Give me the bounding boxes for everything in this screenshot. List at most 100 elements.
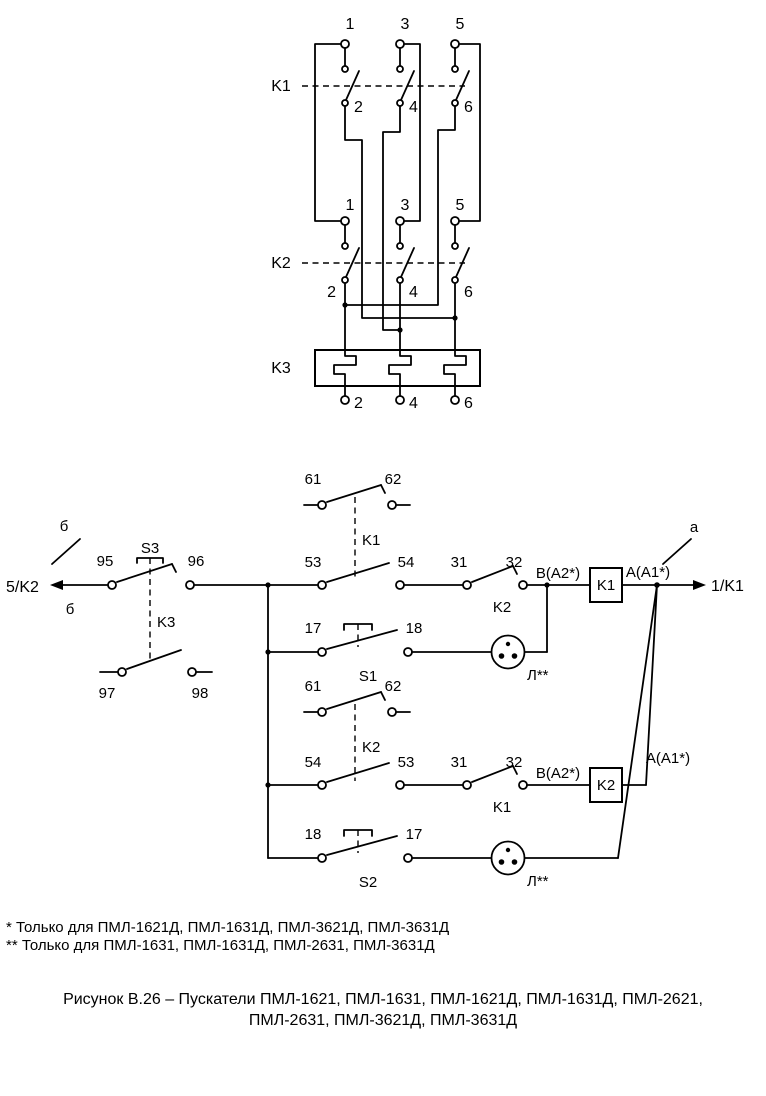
k1-terminal-label: 2 xyxy=(354,99,363,116)
k2-terminal-label: 1 xyxy=(346,197,355,214)
contact-blade xyxy=(471,765,514,783)
coil-box xyxy=(589,767,623,803)
coil-label-k2: K2 xyxy=(597,777,615,794)
terminal-circle xyxy=(387,707,397,717)
terminal-circle xyxy=(117,667,127,677)
terminal-circle xyxy=(403,647,413,657)
selfhold-contact-53-54: 53 54 xyxy=(305,554,414,590)
lamp-icon xyxy=(490,634,526,670)
k1-label: K1 xyxy=(271,78,291,95)
junction-dot xyxy=(265,649,271,655)
relay-label-k3: K3 xyxy=(157,614,175,631)
right-terminal: а 1/K1 xyxy=(662,519,744,595)
contact-point xyxy=(396,99,404,107)
circuit-1: 61 62 K1 53 54 31 32 K2 xyxy=(303,471,694,685)
coil-out-label: A(A1*) xyxy=(626,564,670,581)
lamp-label: Л** xyxy=(527,667,549,684)
terminal-label-53: 53 xyxy=(398,754,415,771)
thermal-relay-k3: K3 2 4 6 xyxy=(271,349,481,412)
terminal-circle xyxy=(450,39,460,49)
contact-point xyxy=(341,276,349,284)
contact-point xyxy=(341,99,349,107)
terminal-circle xyxy=(395,580,405,590)
terminal-circle xyxy=(317,780,327,790)
lamp-icon xyxy=(490,840,526,876)
terminal-circle xyxy=(340,216,350,226)
wire-mark-flag xyxy=(51,538,81,565)
contact-point xyxy=(341,242,349,250)
terminal-label-18: 18 xyxy=(406,620,423,637)
terminal-circle xyxy=(462,580,472,590)
contact-blade xyxy=(116,563,173,583)
caption-line-2: ПМЛ-2631, ПМЛ-3621Д, ПМЛ-3631Д xyxy=(249,1012,517,1029)
coil-box xyxy=(589,567,623,603)
k2-terminal-label: 6 xyxy=(464,284,473,301)
k3-output-label: 6 xyxy=(464,395,473,412)
output-ties xyxy=(617,582,660,859)
contact-blade xyxy=(326,835,398,856)
contact-point xyxy=(396,242,404,250)
junction-dot xyxy=(265,782,271,788)
heater-element xyxy=(333,349,357,397)
control-section: 5/K2 б б 95 S3 96 K3 97 98 xyxy=(6,471,744,891)
interlock-label-k2: K2 xyxy=(493,599,511,616)
terminal-label-61: 61 xyxy=(305,678,322,695)
terminal-label-32: 32 xyxy=(506,554,523,571)
terminal-circle xyxy=(395,216,405,226)
terminal-circle xyxy=(317,707,327,717)
terminal-circle xyxy=(317,580,327,590)
k1-terminal-label: 5 xyxy=(456,16,465,33)
terminal-circle xyxy=(187,667,197,677)
terminal-label-62: 62 xyxy=(385,678,402,695)
heater-element xyxy=(388,349,412,397)
crossover-wiring xyxy=(314,43,481,333)
k1-terminal-label: 3 xyxy=(401,16,410,33)
aux-label-k1: K1 xyxy=(362,532,380,549)
terminal-circle xyxy=(450,395,460,405)
terminal-label-98: 98 xyxy=(192,685,209,702)
button-label-s2: S2 xyxy=(359,874,377,891)
coil-in-label: B(A2*) xyxy=(536,565,580,582)
contact-point xyxy=(451,276,459,284)
start-button-s2: 18 17 S2 xyxy=(305,826,423,891)
terminal-label-31: 31 xyxy=(451,554,468,571)
terminal-circle xyxy=(340,395,350,405)
k2-terminal-label: 2 xyxy=(327,284,336,301)
contact-point xyxy=(451,242,459,250)
aux-contact-61-62-k1: 61 62 xyxy=(303,471,411,510)
k3-label: K3 xyxy=(271,360,291,377)
k1-terminal-label: 4 xyxy=(409,99,418,116)
right-arrowhead xyxy=(693,580,706,590)
terminal-circle xyxy=(387,500,397,510)
terminal-label-61: 61 xyxy=(305,471,322,488)
contact-blade xyxy=(471,565,514,583)
k3-output-label: 4 xyxy=(409,395,418,412)
k1-terminal-label: 6 xyxy=(464,99,473,116)
footnote-1: * Только для ПМЛ-1621Д, ПМЛ-1631Д, ПМЛ-3… xyxy=(6,919,449,936)
wire-mark-b-top: б xyxy=(60,518,69,535)
terminal-label-17: 17 xyxy=(305,620,322,637)
contact-point xyxy=(341,65,349,73)
terminal-circle xyxy=(450,216,460,226)
terminal-label-95: 95 xyxy=(97,553,114,570)
contact-blade xyxy=(326,691,382,710)
contactor-k2: 1 3 5 K2 2 4 6 xyxy=(271,197,473,351)
aux-contact-61-62-k2: 61 62 xyxy=(303,678,411,717)
right-terminal-label: 1/K1 xyxy=(711,578,744,595)
lamp-1: Л** xyxy=(490,634,549,684)
bus-wiring xyxy=(265,582,319,859)
footnote-2: ** Только для ПМЛ-1631, ПМЛ-1631Д, ПМЛ-2… xyxy=(6,937,435,954)
terminal-circle xyxy=(317,853,327,863)
interlock-contact-31-32-k2: 31 32 K2 xyxy=(451,554,528,616)
contactor-k1: 1 3 5 K1 2 4 6 xyxy=(271,16,473,116)
left-arrowhead xyxy=(50,580,63,590)
wire-mark-flag xyxy=(662,538,692,565)
contact-blade xyxy=(326,562,390,583)
terminal-circle xyxy=(403,853,413,863)
contact-blade xyxy=(326,762,390,783)
heater-element xyxy=(443,349,467,397)
contact-blade xyxy=(326,484,382,503)
terminal-circle xyxy=(340,39,350,49)
terminal-circle xyxy=(395,395,405,405)
contact-blade xyxy=(326,629,398,650)
